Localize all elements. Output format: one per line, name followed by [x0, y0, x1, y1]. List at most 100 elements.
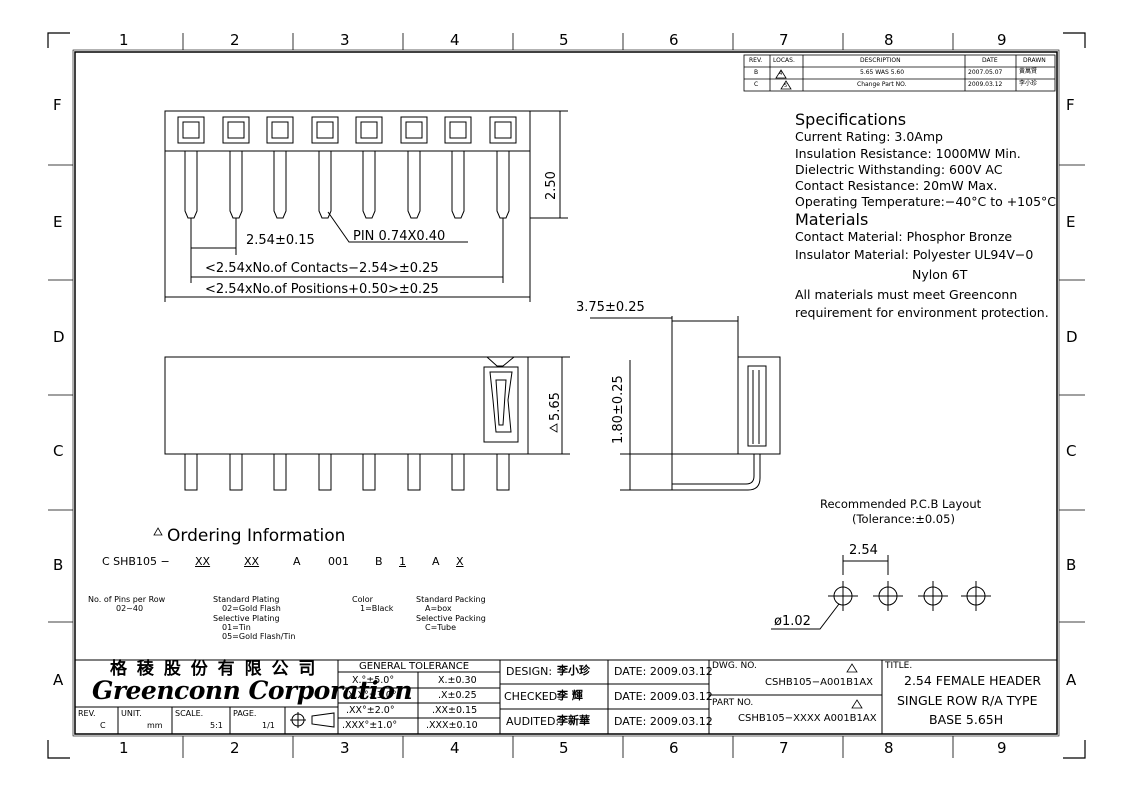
code-part: C SHB105 −: [102, 555, 170, 568]
audited-name: 李新華: [557, 714, 590, 727]
design-date: DATE: 2009.03.12: [614, 665, 713, 678]
title-label: TITLE.: [885, 661, 913, 671]
grid-column-label: 8: [884, 31, 894, 49]
contact-pin-tail: [273, 453, 287, 491]
material-line: Contact Material: Phosphor Bronze: [795, 229, 1013, 244]
rev-label: REV.: [78, 709, 96, 718]
title-line: BASE 5.65H: [929, 712, 1004, 727]
unit-value: mm: [147, 721, 163, 730]
note-packing: Selective Packing: [416, 614, 486, 623]
projection-symbol-icon: [290, 712, 335, 728]
specifications-title: Specifications: [795, 110, 907, 129]
note-plating: Standard Plating: [213, 595, 280, 604]
contact-pin: [362, 151, 376, 219]
code-part: A: [293, 555, 301, 568]
scale-label: SCALE.: [175, 709, 204, 718]
contact-cavity-inner: [405, 121, 423, 139]
contact-pin: [496, 151, 510, 219]
checked-date: DATE: 2009.03.12: [614, 690, 713, 703]
contact-pin-tail: [318, 453, 332, 491]
tolerance-linear: .XX±0.15: [432, 705, 478, 716]
grid-row-label: E: [53, 213, 63, 231]
tolerance-angle: .XXX°±1.0°: [342, 720, 398, 731]
grid-column-label: 3: [340, 31, 350, 49]
contact-cavity-inner: [494, 121, 512, 139]
spec-line: Dielectric Withstanding: 600V AC: [795, 162, 1003, 177]
grid-row-label: C: [53, 442, 64, 460]
contact-cavity: [311, 116, 339, 144]
audited-date: DATE: 2009.03.12: [614, 715, 713, 728]
dim-height-5-65: 5.65: [548, 392, 563, 421]
rev-value: C: [100, 721, 106, 730]
contact-cavity: [489, 116, 517, 144]
tolerance-linear: X.±0.30: [438, 675, 477, 686]
rev-header-desc: DESCRIPTION: [860, 57, 901, 64]
dim-contacts-length: <2.54xNo.of Contacts−2.54>±0.25: [205, 261, 439, 276]
contact-pin-tail: [229, 453, 243, 491]
spec-line: Insulation Resistance: 1000MW Min.: [795, 146, 1021, 161]
checked-label: CHECKED:: [504, 690, 561, 703]
revision-table: [743, 54, 1056, 92]
note-packing: Standard Packing: [416, 595, 486, 604]
material-line: Insulator Material: Polyester UL94V−0: [795, 247, 1034, 262]
grid-column-label: 9: [997, 739, 1007, 757]
company-name-cn: 格 稜 股 份 有 限 公 司: [110, 659, 318, 679]
rev-row-b-desc: 5.65 WAS 5.60: [860, 69, 905, 76]
contact-cavity-inner: [360, 121, 378, 139]
dim-pitch: 2.54±0.15: [246, 233, 315, 248]
code-part: A: [432, 555, 440, 568]
contact-pin: [273, 151, 287, 219]
rev-row-c-loc: 5: [784, 83, 788, 89]
grid-column-label: 2: [230, 31, 240, 49]
materials-title: Materials: [795, 210, 869, 229]
grid-row-label: A: [53, 671, 64, 689]
dim-pin-size: PIN 0.74X0.40: [353, 229, 446, 244]
grid-column-label: 8: [884, 739, 894, 757]
code-part: XX: [195, 555, 211, 568]
rev-row-c-drawn: 李小珍: [1019, 80, 1038, 87]
contact-pin-tail: [496, 453, 510, 491]
contact-cavity: [400, 116, 428, 144]
dwg-no-value: CSHB105−A001B1AX: [765, 677, 874, 688]
spec-note: All materials must meet Greenconn: [795, 287, 1018, 302]
note-packing: C=Tube: [425, 623, 457, 632]
note-plating: Selective Plating: [213, 614, 280, 623]
contact-pin-tail: [184, 453, 198, 491]
contact-cavity-inner: [182, 121, 200, 139]
rev-row-b-loc: 4: [779, 71, 783, 77]
spec-line: Operating Temperature:−40°C to +105°C: [795, 194, 1057, 209]
tolerance-angle: X.°±5.0°: [352, 675, 395, 686]
tolerance-linear: .XXX±0.10: [426, 720, 478, 731]
grid-column-label: 3: [340, 739, 350, 757]
material-line: Nylon 6T: [912, 267, 968, 282]
page-value: 1/1: [262, 721, 275, 730]
note-color: Color: [352, 595, 373, 604]
company-name-en: Greenconn Corporation: [92, 676, 413, 705]
contact-pin: [407, 151, 421, 219]
contact-pin: [229, 151, 243, 219]
contact-cavity: [444, 116, 472, 144]
rev-row-c-desc: Change Part NO.: [857, 81, 907, 88]
side-view: [590, 316, 781, 491]
grid-column-label: 6: [669, 739, 679, 757]
grid-row-label: F: [53, 96, 62, 114]
dim-positions-length: <2.54xNo.of Positions+0.50>±0.25: [205, 282, 439, 297]
contact-cavity-inner: [316, 121, 334, 139]
pcb-layout: [771, 555, 991, 630]
contact-pin-tail: [362, 453, 376, 491]
pcb-hole-size: ø1.02: [774, 614, 811, 629]
grid-row-label: E: [1066, 213, 1076, 231]
contact-pin: [451, 151, 465, 219]
grid-column-label: 6: [669, 31, 679, 49]
pcb-pitch: 2.54: [849, 543, 878, 558]
tolerance-angle: .XX°±2.0°: [346, 705, 395, 716]
design-name: 李小珍: [557, 664, 590, 677]
dim-pin-height: 1.80±0.25: [611, 375, 626, 444]
code-part: 001: [328, 555, 349, 568]
revision-marker-icons: [153, 69, 863, 709]
note-packing: A=box: [425, 604, 452, 613]
pcb-layout-title: Recommended P.C.B Layout: [820, 497, 982, 511]
grid-column-label: 5: [559, 31, 569, 49]
unit-label: UNIT.: [121, 709, 142, 718]
top-view: [164, 110, 568, 302]
